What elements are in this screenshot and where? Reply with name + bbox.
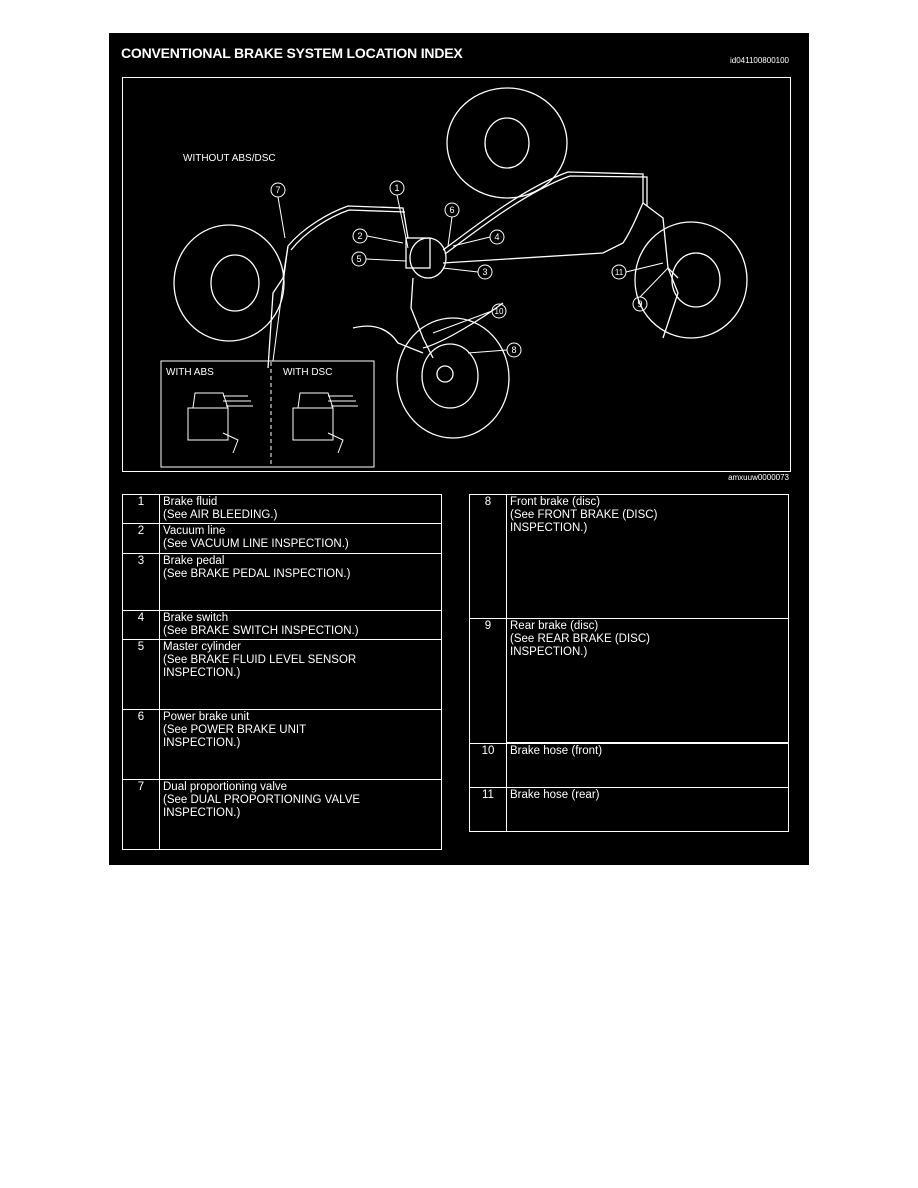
table-row: 7 Dual proportioning valve(See DUAL PROP… [122,779,442,850]
item-number: 11 [469,787,507,832]
page-title: CONVENTIONAL BRAKE SYSTEM LOCATION INDEX [121,45,463,61]
table-row: 4 Brake switch(See BRAKE SWITCH INSPECTI… [122,610,442,640]
table-row: 3 Brake pedal(See BRAKE PEDAL INSPECTION… [122,553,442,611]
wheel-rear-left [634,221,748,339]
item-number: 8 [469,494,507,619]
callout-10: 10 [495,307,504,316]
table-row: 8 Front brake (disc)(See FRONT BRAKE (DI… [469,494,789,619]
callout-9: 9 [637,299,642,309]
table-row: 10 Brake hose (front) [469,743,789,788]
wheel-front-left [173,224,285,342]
table-row: 2 Vacuum line(See VACUUM LINE INSPECTION… [122,523,442,554]
table-row: 9 Rear brake (disc)(See REAR BRAKE (DISC… [469,618,789,744]
brake-system-diagram: 1 2 3 4 5 6 7 8 9 10 11 WITHOUT ABS/DSC [160,87,748,468]
callout-6: 6 [449,205,454,215]
wheel-front-right [396,317,510,439]
item-description: Brake hose (front) [506,743,789,788]
item-number: 1 [122,494,160,524]
item-number: 7 [122,779,160,850]
callout-3: 3 [482,267,487,277]
label-with-dsc: WITH DSC [283,367,332,378]
callout-2: 2 [357,231,362,241]
parts-table-right: 8 Front brake (disc)(See FRONT BRAKE (DI… [469,494,789,832]
item-description: Rear brake (disc)(See REAR BRAKE (DISC)I… [506,618,789,743]
item-description: Master cylinder(See BRAKE FLUID LEVEL SE… [159,639,442,710]
item-description: Brake hose (rear) [506,787,789,832]
item-number: 3 [122,553,160,611]
table-row: 11 Brake hose (rear) [469,787,789,832]
callout-1: 1 [394,183,399,193]
item-number: 5 [122,639,160,710]
item-number: 6 [122,709,160,780]
wheel-rear-right [446,87,568,199]
callout-5: 5 [356,254,361,264]
figure-id: amxuuw0000073 [728,473,789,482]
label-with-abs: WITH ABS [166,367,214,378]
item-number: 2 [122,523,160,554]
brake-booster [409,237,447,279]
brake-system-illustration: 1 2 3 4 5 6 7 8 9 10 11 WITHOUT ABS/DSC [122,77,791,472]
item-description: Brake switch(See BRAKE SWITCH INSPECTION… [159,610,442,640]
item-description: Vacuum line(See VACUUM LINE INSPECTION.) [159,523,442,554]
item-description: Brake fluid(See AIR BLEEDING.) [159,494,442,524]
item-number: 4 [122,610,160,640]
item-description: Brake pedal(See BRAKE PEDAL INSPECTION.) [159,553,442,611]
item-description: Front brake (disc)(See FRONT BRAKE (DISC… [506,494,789,619]
callout-11: 11 [615,268,624,277]
table-row: 1 Brake fluid(See AIR BLEEDING.) [122,494,442,524]
inset-box [160,360,375,468]
document-id: id041100800100 [729,56,789,65]
table-row: 5 Master cylinder(See BRAKE FLUID LEVEL … [122,639,442,710]
callout-7: 7 [275,185,280,195]
item-number: 9 [469,618,507,744]
parts-table-left: 1 Brake fluid(See AIR BLEEDING.) 2 Vacuu… [122,494,442,850]
item-number: 10 [469,743,507,788]
callout-8: 8 [511,345,516,355]
label-without-abs-dsc: WITHOUT ABS/DSC [183,153,276,164]
item-description: Dual proportioning valve(See DUAL PROPOR… [159,779,442,850]
callout-4: 4 [494,232,499,242]
document-sheet: CONVENTIONAL BRAKE SYSTEM LOCATION INDEX… [109,33,809,865]
